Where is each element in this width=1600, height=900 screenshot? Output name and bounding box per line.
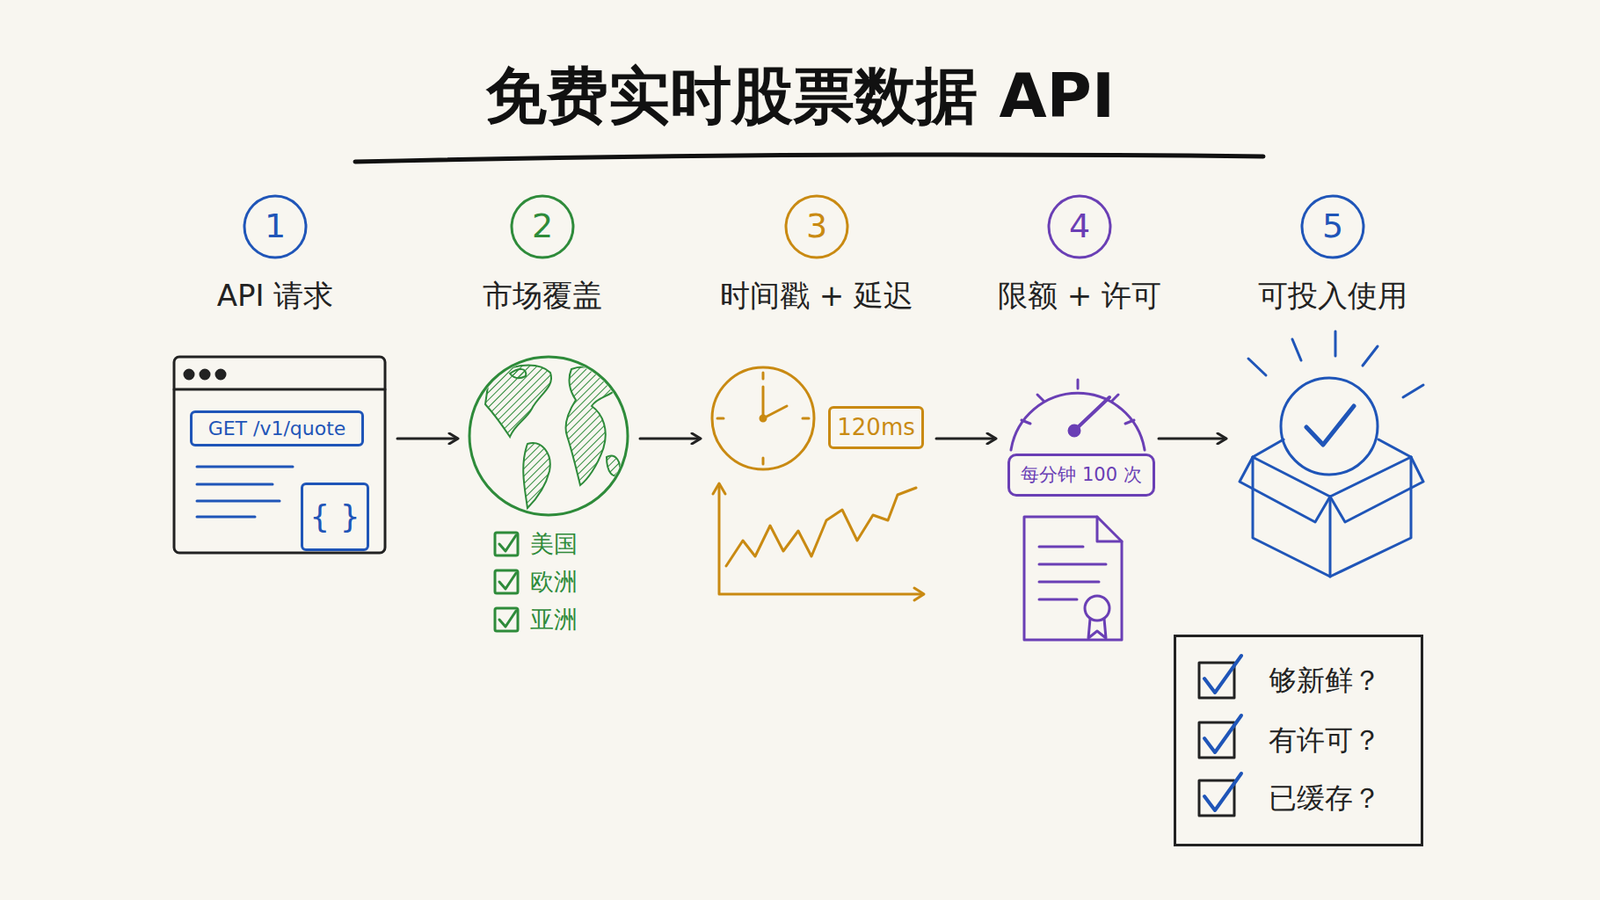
flow-arrow — [640, 437, 700, 441]
market-label: 美国 — [530, 530, 578, 558]
latency-box: 120ms — [828, 406, 924, 450]
step-heading: 可投入使用 — [1258, 278, 1408, 313]
coverage-checkboxes — [494, 532, 518, 632]
flow-arrow — [1158, 437, 1226, 441]
callout-number: 5 — [1322, 207, 1344, 247]
package-node: 可投入使用 — [1237, 378, 1424, 577]
gauge-node: 限额 + 许可 — [1007, 359, 1147, 448]
globe-node: 市场覆盖 — [469, 356, 628, 516]
checklist-item: 已缓存？ — [1268, 782, 1382, 815]
callout-number: 1 — [264, 207, 286, 247]
market-label: 欧洲 — [530, 567, 578, 596]
callout-number: 4 — [1069, 207, 1091, 247]
ready-package — [1239, 331, 1424, 577]
step-heading: API 请求 — [217, 278, 335, 313]
box-text: GET /v1/quote — [208, 417, 347, 440]
number-circles — [244, 196, 1364, 258]
json-box: { } — [300, 482, 370, 552]
clock — [712, 367, 815, 470]
flow-arrow — [936, 437, 996, 441]
checklist-item: 够新鲜？ — [1268, 664, 1382, 698]
rate-gauge — [1010, 379, 1145, 451]
step-heading: 市场覆盖 — [482, 278, 603, 313]
box-text: 每分钟 100 次 — [1020, 464, 1142, 486]
rate-badge: 每分钟 100 次 — [1007, 453, 1156, 497]
browser-window: API 请求GET /v1/quote{ } — [174, 356, 386, 553]
clock-node: 时间戳 + 延迟 — [712, 367, 815, 470]
checklist-item: 有许可？ — [1268, 724, 1382, 757]
callout-number: 3 — [806, 207, 828, 247]
globe — [469, 356, 628, 516]
step-heading: 限额 + 许可 — [997, 278, 1162, 313]
box-text: { } — [309, 498, 360, 535]
step-heading: 时间戳 + 延迟 — [720, 278, 914, 313]
callout-number: 2 — [531, 207, 553, 247]
diagram-title: 免费实时股票数据 API — [485, 55, 1115, 139]
checklist-box: 够新鲜？ 有许可？ 已缓存？ — [1173, 634, 1424, 847]
title-underline — [355, 154, 1264, 162]
checklist-marks — [1199, 655, 1242, 816]
box-text: 120ms — [836, 414, 916, 442]
flow-arrow — [397, 437, 458, 441]
request-box: GET /v1/quote — [189, 410, 364, 447]
price-chart — [712, 483, 924, 601]
browser-window — [174, 356, 386, 553]
market-label: 亚洲 — [530, 605, 578, 633]
licence-document — [1024, 516, 1122, 640]
